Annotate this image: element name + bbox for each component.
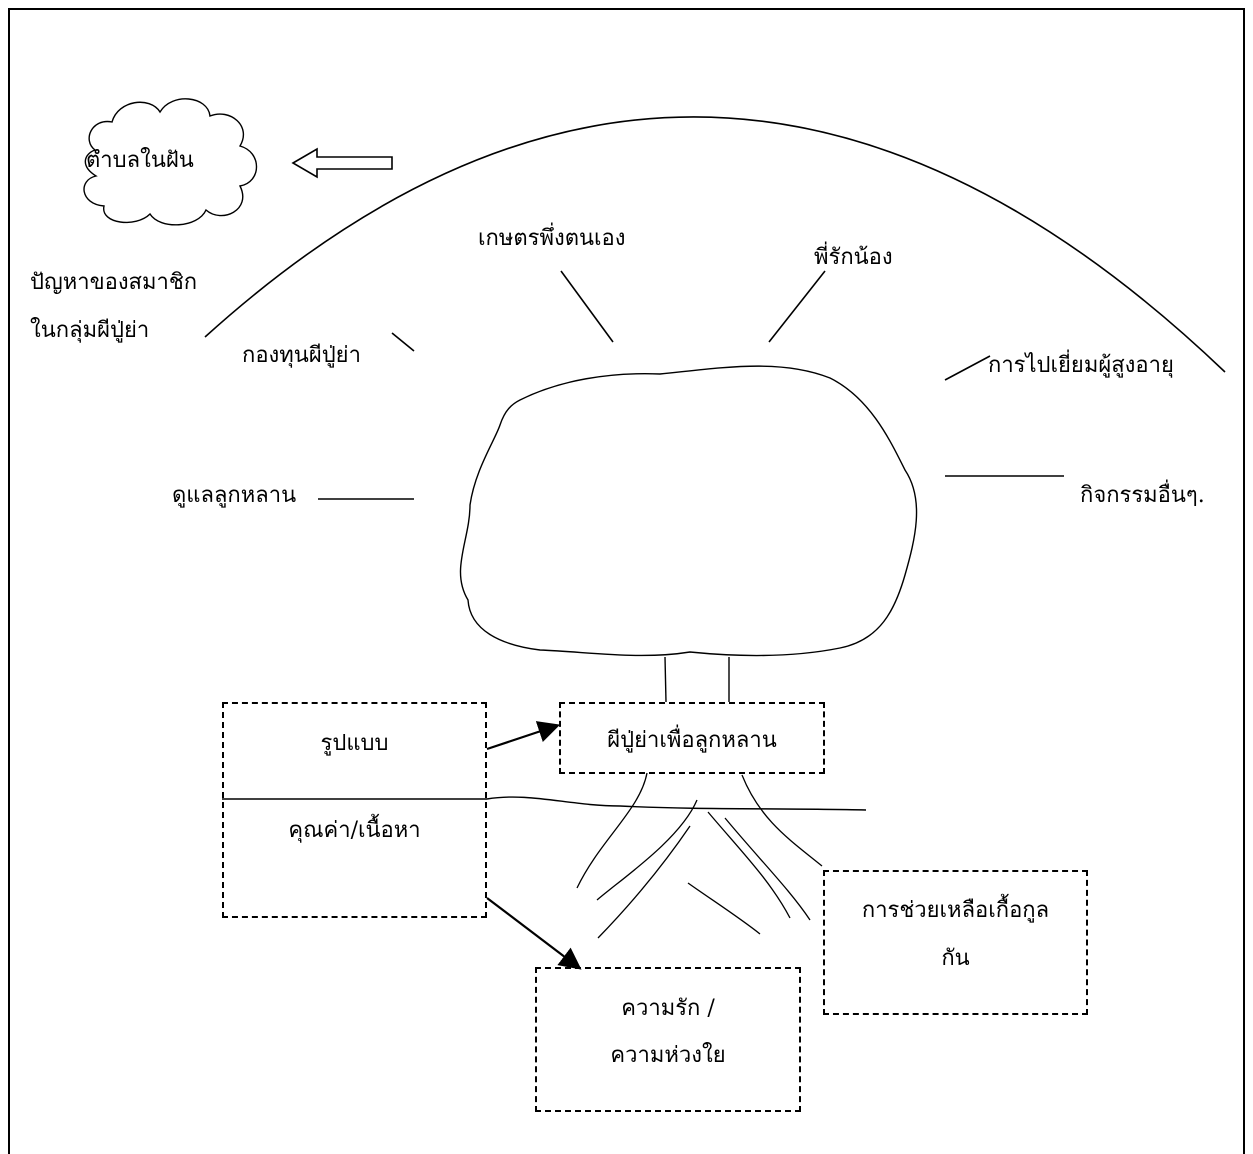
dream-label: ตำบลในฝัน — [86, 148, 194, 173]
diagram-frame — [8, 8, 1245, 1154]
cloud-shape — [83, 98, 257, 226]
form-label: รูปแบบ — [320, 731, 389, 756]
mutual-help-label-line1: การช่วยเหลือเกื้อกูล — [861, 898, 1050, 923]
form-values-box — [222, 702, 487, 918]
farming-label: เกษตรพึ่งตนเอง — [478, 226, 626, 251]
trunk-label: ผีปู่ย่าเพื่อลูกหลาน — [607, 728, 777, 753]
elderly-visit-label: การไปเยี่ยมผู้สูงอายุ — [988, 353, 1174, 378]
problems-label-line2: ในกลุ่มผีปู่ย่า — [30, 318, 150, 343]
root-2 — [596, 799, 698, 901]
love-label-line2: ความห่วงใย — [610, 1043, 726, 1068]
branch-line-elderly — [944, 355, 991, 381]
fund-label: กองทุนผีปู่ย่า — [242, 343, 361, 368]
tree-crown — [459, 365, 918, 657]
root-7 — [741, 774, 823, 867]
root-3 — [597, 825, 691, 939]
other-activities-label: กิจกรรมอื่นๆ. — [1080, 483, 1205, 508]
branch-line-fund — [391, 332, 415, 352]
love-label-line1: ความรัก / — [621, 996, 715, 1021]
siblings-label: พี่รักน้อง — [814, 245, 893, 270]
dream-arc — [204, 116, 1226, 373]
ground-line-right — [486, 796, 867, 811]
mutual-help-box — [823, 870, 1088, 1015]
hollow-arrow-icon — [291, 147, 393, 179]
love-box — [535, 967, 801, 1112]
trunk-box — [559, 702, 825, 774]
branch-line-siblings — [768, 270, 826, 343]
arrow-to-trunk — [486, 721, 561, 751]
root-1 — [576, 772, 648, 889]
root-6 — [724, 817, 811, 921]
problems-label-line1: ปัญหาของสมาชิก — [30, 270, 198, 295]
trunk-left — [664, 656, 667, 703]
root-5 — [707, 811, 791, 919]
root-4 — [687, 882, 761, 935]
mutual-help-label-line2: กัน — [941, 946, 970, 971]
care-label: ดูแลลูกหลาน — [172, 483, 297, 508]
values-label: คุณค่า/เนื้อหา — [288, 818, 421, 843]
branch-line-farming — [560, 270, 614, 343]
arrow-to-love — [486, 897, 582, 970]
